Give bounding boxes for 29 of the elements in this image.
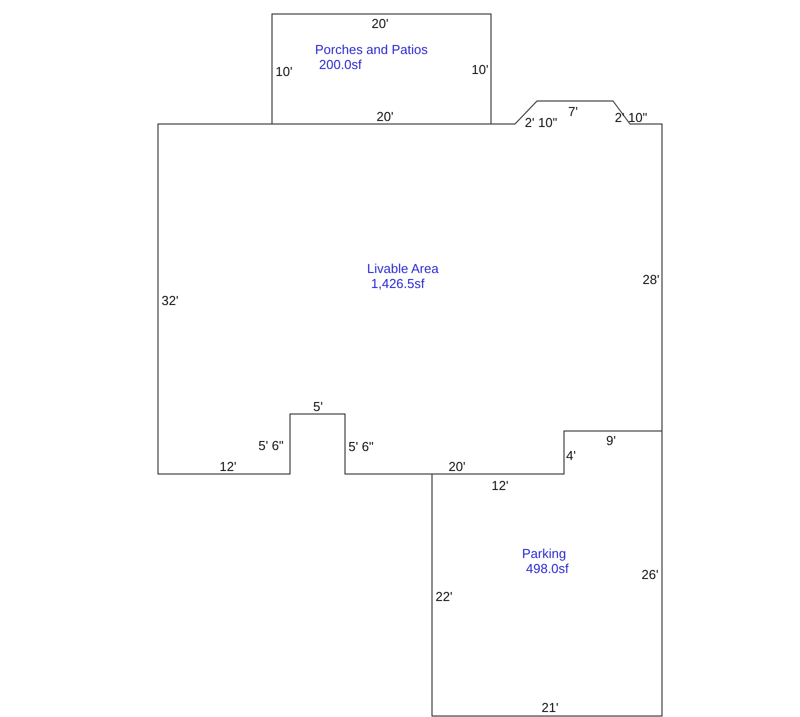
dimension-label: 10' bbox=[472, 63, 488, 77]
dimension-label: 12' bbox=[220, 460, 236, 474]
dimension-label: 5' bbox=[313, 400, 323, 414]
floor-area-outline bbox=[157, 100, 663, 475]
dimension-label: 20' bbox=[448, 460, 466, 474]
area-name: Livable Area bbox=[367, 261, 439, 276]
dimension-label: 2' 10" bbox=[524, 116, 558, 130]
dimension-label: 21' bbox=[542, 701, 558, 715]
area-name: Parking bbox=[522, 546, 568, 561]
dimension-label: 22' bbox=[436, 590, 452, 604]
dimension-label: 7' bbox=[568, 105, 578, 119]
dimension-label: 5' 6" bbox=[348, 440, 374, 454]
dimension-label: 26' bbox=[642, 568, 658, 582]
dimension-label: 2' 10" bbox=[614, 111, 648, 125]
dimension-label: 20' bbox=[372, 17, 388, 31]
area-size: 498.0sf bbox=[525, 561, 569, 576]
area-size: 1,426.5sf bbox=[370, 276, 426, 291]
area-name: Porches and Patios bbox=[315, 42, 428, 57]
dimension-label: 28' bbox=[642, 273, 660, 287]
dimension-label: 10' bbox=[276, 65, 292, 79]
dimension-label: 4' bbox=[566, 449, 576, 463]
dimension-label: 9' bbox=[606, 434, 616, 448]
dimension-label: 20' bbox=[376, 110, 394, 124]
floor-area-outline bbox=[271, 13, 492, 125]
area-size: 200.0sf bbox=[318, 57, 363, 72]
dimension-label: 5' 6" bbox=[258, 439, 284, 453]
dimension-label: 32' bbox=[162, 294, 178, 308]
floor-area-outline bbox=[431, 430, 663, 717]
dimension-label: 12' bbox=[492, 479, 508, 493]
